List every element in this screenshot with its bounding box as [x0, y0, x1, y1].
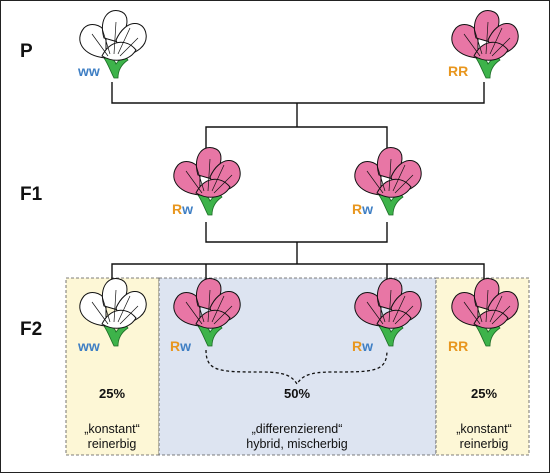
genotype-label: Rw — [352, 338, 373, 354]
allele-dominant: R — [458, 63, 468, 79]
allele-recessive: w — [77, 63, 89, 79]
allele-recessive: w — [88, 338, 100, 354]
vein-line — [119, 305, 139, 325]
f1-branch-line — [205, 126, 388, 148]
vein-line — [392, 295, 406, 323]
vein-line — [213, 305, 233, 325]
genotype-label: Rw — [352, 201, 373, 217]
note-left-line2: reinerbig — [88, 437, 137, 451]
vein-line — [473, 27, 483, 55]
allele-dominant: R — [352, 338, 362, 354]
vein-line — [394, 174, 414, 194]
vein-line — [101, 27, 111, 55]
stem-shape — [378, 193, 404, 216]
pink-flower-icon — [451, 278, 519, 347]
vein-line — [207, 289, 211, 323]
vein-line — [376, 164, 386, 192]
vein-line — [101, 295, 111, 323]
vein-line — [485, 289, 489, 323]
vein-line — [485, 21, 489, 55]
note-right-line1: „konstant“ — [456, 422, 512, 436]
white-flower-icon — [79, 278, 147, 347]
note-middle-line2: hybrid, mischerbig — [246, 437, 347, 451]
vein-line — [91, 33, 109, 57]
vein-line — [394, 305, 414, 325]
vein-line — [463, 301, 481, 325]
percent-middle: 50% — [284, 386, 310, 401]
percent-left: 25% — [99, 386, 125, 401]
vein-line — [388, 289, 392, 323]
genotype-label: ww — [77, 338, 100, 354]
vein-line — [366, 170, 384, 194]
generation-label-f2: F2 — [20, 319, 42, 340]
vein-line — [113, 289, 117, 323]
vein-line — [463, 33, 481, 57]
allele-dominant: R — [458, 338, 468, 354]
vein-line — [117, 295, 131, 323]
stem-shape — [197, 324, 223, 347]
vein-line — [392, 164, 406, 192]
note-left-line1: „konstant“ — [84, 422, 140, 436]
vein-line — [213, 174, 233, 194]
vein-line — [113, 21, 117, 55]
allele-dominant: R — [170, 338, 180, 354]
p-cross-line — [111, 82, 485, 104]
pink-flower-icon — [173, 278, 241, 347]
vein-line — [91, 301, 109, 325]
heterozygous-brace — [205, 349, 388, 386]
vein-line — [185, 301, 203, 325]
stem-shape — [475, 56, 501, 79]
vein-line — [491, 305, 511, 325]
vein-line — [207, 158, 211, 192]
allele-recessive: w — [181, 201, 193, 217]
allele-dominant: R — [448, 63, 458, 79]
generation-label-p: P — [20, 41, 33, 62]
genotype-label: RR — [448, 63, 468, 79]
note-right-line2: reinerbig — [460, 437, 509, 451]
f2-branch-line — [111, 263, 485, 293]
vein-line — [117, 27, 131, 55]
vein-line — [489, 295, 503, 323]
stem-shape — [103, 56, 129, 79]
allele-dominant: R — [448, 338, 458, 354]
genotype-label: ww — [77, 63, 100, 79]
vein-line — [211, 164, 225, 192]
vein-line — [388, 158, 392, 192]
white-flower-icon — [79, 10, 147, 79]
vein-line — [491, 37, 511, 57]
generation-label-f1: F1 — [20, 184, 43, 205]
vein-line — [211, 295, 225, 323]
note-middle-line1: „differenzierend“ — [252, 422, 343, 436]
pink-flower-icon — [354, 278, 422, 347]
stem-shape — [103, 324, 129, 347]
vein-line — [489, 27, 503, 55]
genotype-label: Rw — [170, 338, 191, 354]
stem-shape — [197, 193, 223, 216]
stem-shape — [475, 324, 501, 347]
allele-recessive: w — [179, 338, 191, 354]
stem-shape — [378, 324, 404, 347]
allele-dominant: R — [352, 201, 362, 217]
pink-flower-icon — [451, 10, 519, 79]
vein-line — [376, 295, 386, 323]
percent-right: 25% — [471, 386, 497, 401]
genotype-label: Rw — [172, 201, 193, 217]
vein-line — [195, 164, 205, 192]
allele-recessive: w — [77, 338, 89, 354]
allele-recessive: w — [361, 201, 373, 217]
pink-flower-icon — [354, 147, 422, 216]
vein-line — [119, 37, 139, 57]
vein-line — [185, 170, 203, 194]
vein-line — [366, 301, 384, 325]
allele-recessive: w — [361, 338, 373, 354]
pink-flower-icon — [173, 147, 241, 216]
vein-line — [473, 295, 483, 323]
allele-dominant: R — [172, 201, 182, 217]
vein-line — [195, 295, 205, 323]
allele-recessive: w — [88, 63, 100, 79]
genotype-label: RR — [448, 338, 468, 354]
